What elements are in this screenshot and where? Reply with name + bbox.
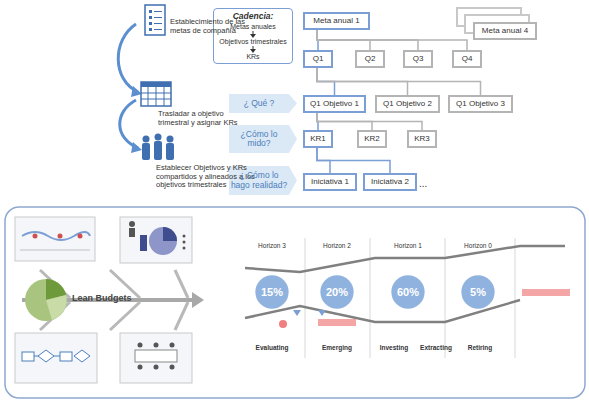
label-text: Horizon 0 (453, 242, 503, 249)
node-text: Q1 Objetivo 3 (456, 100, 505, 109)
node-text: Meta anual 4 (482, 27, 528, 36)
label-text: ... (419, 178, 435, 190)
objective-box: Q1 Objetivo 1 (303, 95, 366, 113)
quarter-box: Q2 (355, 50, 385, 68)
percent-circle: 60% (391, 275, 425, 309)
question-band: ¿ Qué ? (229, 94, 297, 113)
node-text: Q1 (313, 55, 324, 64)
label-text: Horizon 3 (247, 242, 297, 249)
node-text: ¿ Cómo lo hago realidad? (229, 171, 289, 190)
node-text: KRs (246, 53, 259, 61)
tree-connector (317, 113, 422, 130)
percent-circle: 20% (320, 275, 354, 309)
node-text: Objetivos trimestrales (219, 38, 286, 46)
node-text: Q4 (462, 55, 473, 64)
label-text: Investing (374, 344, 414, 351)
node-text: KR3 (414, 135, 430, 144)
node-text: 20% (326, 286, 348, 298)
label-text: Trasladar a objetivo trimestral y asigna… (158, 110, 243, 127)
cadence-arrow (249, 31, 257, 38)
label-text: Evaluating (247, 344, 297, 351)
node-text: Meta anual 1 (313, 17, 359, 26)
node-text: Metas anuales (230, 23, 276, 31)
goal-box: Meta anual 1 (303, 12, 370, 30)
quarter-box: Q4 (452, 50, 482, 68)
kr-box: KR2 (357, 130, 387, 148)
kr-box: KR1 (303, 130, 333, 148)
horizons-chart (245, 238, 570, 358)
node-text: ¿Cómo lo mido? (229, 130, 289, 149)
initiative-box: Iniciativa 1 (303, 173, 357, 191)
objective-box: Q1 Objetivo 3 (448, 95, 513, 113)
label-text: Horizon 1 (383, 242, 433, 249)
percent-circle: 15% (255, 275, 289, 309)
node-text: Q2 (365, 55, 376, 64)
bottom-frame (5, 207, 585, 398)
node-text: KR2 (364, 135, 380, 144)
node-text: Iniciativa 1 (311, 178, 349, 187)
tree-connector (317, 148, 390, 173)
initiative-box: Iniciativa 2 (363, 173, 417, 191)
goal-box: Meta anual 4 (473, 22, 537, 40)
question-band: ¿ Cómo lo hago realidad? (229, 166, 297, 195)
label-text: Emerging (312, 344, 362, 351)
tree-connector (317, 68, 481, 95)
calendar-icon (141, 82, 171, 106)
node-text: ¿ Qué ? (244, 99, 275, 108)
arrow-head (131, 142, 142, 153)
question-band: ¿Cómo lo mido? (229, 125, 297, 153)
label-text: Lean Budgets (72, 293, 142, 303)
node-text: Q1 Objetivo 2 (383, 100, 432, 109)
node-text: Q1 Objetivo 1 (310, 100, 359, 109)
node-text: Q3 (413, 55, 424, 64)
quarter-box: Q3 (403, 50, 433, 68)
label-text: Retiring (458, 344, 502, 351)
node-text: KR1 (310, 135, 326, 144)
label-text: Horizon 2 (312, 242, 362, 249)
people-icon (142, 134, 174, 161)
flow-arrow (118, 24, 138, 92)
fishbone-illustration (15, 217, 204, 383)
cadence-arrow (249, 46, 257, 53)
checklist-icon (145, 5, 165, 35)
cadence-heading: Cadencia: (233, 12, 274, 21)
node-text: Iniciativa 2 (371, 178, 409, 187)
objective-box: Q1 Objetivo 2 (375, 95, 440, 113)
tree-connector (317, 30, 467, 50)
node-text: 60% (397, 286, 419, 298)
node-text: 5% (470, 286, 486, 298)
node-text: 15% (261, 286, 283, 298)
percent-circle: 5% (461, 275, 495, 309)
quarter-box: Q1 (303, 50, 333, 68)
label-text: Extracting (414, 344, 458, 351)
kr-box: KR3 (407, 130, 437, 148)
flow-arrow (120, 100, 138, 148)
cadence-box: Cadencia: Metas anualesObjetivos trimestr… (213, 8, 293, 64)
